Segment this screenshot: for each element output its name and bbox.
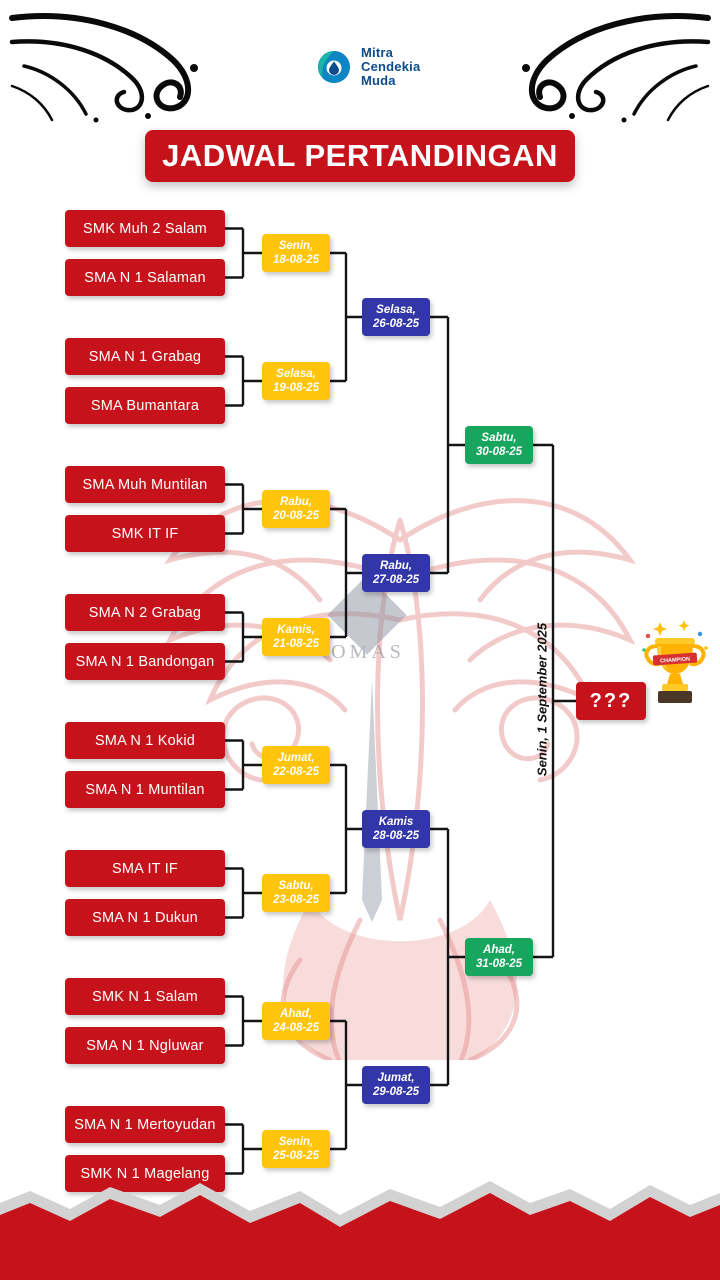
match-date: 20-08-25 xyxy=(272,510,320,522)
match-date: 22-08-25 xyxy=(272,766,320,778)
match-date-box: Sabtu, 23-08-25 xyxy=(262,874,330,912)
logo-line-1: Mitra xyxy=(361,45,394,60)
champion-placeholder-box: ??? xyxy=(576,682,646,720)
flourish-left-icon xyxy=(9,13,198,123)
page-title: JADWAL PERTANDINGAN xyxy=(162,138,558,173)
match-date: 19-08-25 xyxy=(272,382,320,394)
match-date: 30-08-25 xyxy=(475,446,523,458)
logo-line-3: Muda xyxy=(361,73,396,88)
match-day: Ahad, xyxy=(483,944,515,956)
team-box: SMA N 1 Salaman xyxy=(65,259,225,296)
logo: Mitra Cendekia Muda xyxy=(314,46,420,88)
semifinal-date-box: Ahad, 31-08-25 xyxy=(465,938,533,976)
team-box: SMA N 1 Dukun xyxy=(65,899,225,936)
round2-date-box: Selasa, 26-08-25 xyxy=(362,298,430,336)
team-box: SMA N 1 Mertoyudan xyxy=(65,1106,225,1143)
match-date: 29-08-25 xyxy=(372,1086,420,1098)
match-day: Sabtu, xyxy=(278,880,314,892)
match-day: Selasa, xyxy=(276,368,316,380)
team-box: SMK IT IF xyxy=(65,515,225,552)
team-box: SMA N 2 Grabag xyxy=(65,594,225,631)
match-date: 25-08-25 xyxy=(272,1150,320,1162)
match-day: Rabu, xyxy=(280,496,312,508)
match-day: Ahad, xyxy=(280,1008,312,1020)
match-date: 27-08-25 xyxy=(372,574,420,586)
match-day: Sabtu, xyxy=(481,432,517,444)
match-date-box: Jumat, 22-08-25 xyxy=(262,746,330,784)
team-box: SMA N 1 Grabag xyxy=(65,338,225,375)
match-date-box: Senin, 18-08-25 xyxy=(262,234,330,272)
logo-line-2: Cendekia xyxy=(361,59,421,74)
logo-icon xyxy=(318,51,351,83)
match-date: 31-08-25 xyxy=(475,958,523,970)
torn-paper-edge xyxy=(0,1181,720,1280)
match-day: Rabu, xyxy=(380,560,412,572)
match-date: 21-08-25 xyxy=(272,638,320,650)
round2-date-box: Rabu, 27-08-25 xyxy=(362,554,430,592)
trophy-icon: CHAMPION xyxy=(642,620,708,703)
match-day: Kamis xyxy=(378,816,414,828)
team-box: SMA N 1 Bandongan xyxy=(65,643,225,680)
match-day: Senin, xyxy=(278,240,314,252)
flourish-right-icon xyxy=(522,13,711,123)
match-day: Jumat, xyxy=(377,1072,415,1084)
match-date-box: Ahad, 24-08-25 xyxy=(262,1002,330,1040)
match-date-box: Kamis, 21-08-25 xyxy=(262,618,330,656)
match-date: 18-08-25 xyxy=(272,254,320,266)
watermark-text: OMAS xyxy=(331,641,405,663)
logo-text: Mitra Cendekia Muda xyxy=(361,46,420,88)
team-box: SMA N 1 Kokid xyxy=(65,722,225,759)
match-day: Jumat, xyxy=(277,752,315,764)
team-box: SMA Muh Muntilan xyxy=(65,466,225,503)
match-date: 26-08-25 xyxy=(372,318,420,330)
match-date-box: Senin, 25-08-25 xyxy=(262,1130,330,1168)
team-box: SMK N 1 Salam xyxy=(65,978,225,1015)
final-date-label: Senin, 1 September 2025 xyxy=(534,622,550,777)
match-day: Selasa, xyxy=(376,304,416,316)
match-date-box: Selasa, 19-08-25 xyxy=(262,362,330,400)
match-day: Senin, xyxy=(278,1136,314,1148)
team-box: SMA IT IF xyxy=(65,850,225,887)
round2-date-box: Kamis 28-08-25 xyxy=(362,810,430,848)
match-day: Kamis, xyxy=(277,624,315,636)
champion-placeholder: ??? xyxy=(589,689,633,712)
title-banner: JADWAL PERTANDINGAN xyxy=(145,130,575,182)
match-date: 23-08-25 xyxy=(272,894,320,906)
match-date: 28-08-25 xyxy=(372,830,420,842)
team-box: SMA N 1 Ngluwar xyxy=(65,1027,225,1064)
team-box: SMA N 1 Muntilan xyxy=(65,771,225,808)
match-date: 24-08-25 xyxy=(272,1022,320,1034)
team-box: SMK Muh 2 Salam xyxy=(65,210,225,247)
trophy-banner-text: CHAMPION xyxy=(660,656,690,664)
semifinal-date-box: Sabtu, 30-08-25 xyxy=(465,426,533,464)
round2-date-box: Jumat, 29-08-25 xyxy=(362,1066,430,1104)
match-date-box: Rabu, 20-08-25 xyxy=(262,490,330,528)
team-box: SMA Bumantara xyxy=(65,387,225,424)
